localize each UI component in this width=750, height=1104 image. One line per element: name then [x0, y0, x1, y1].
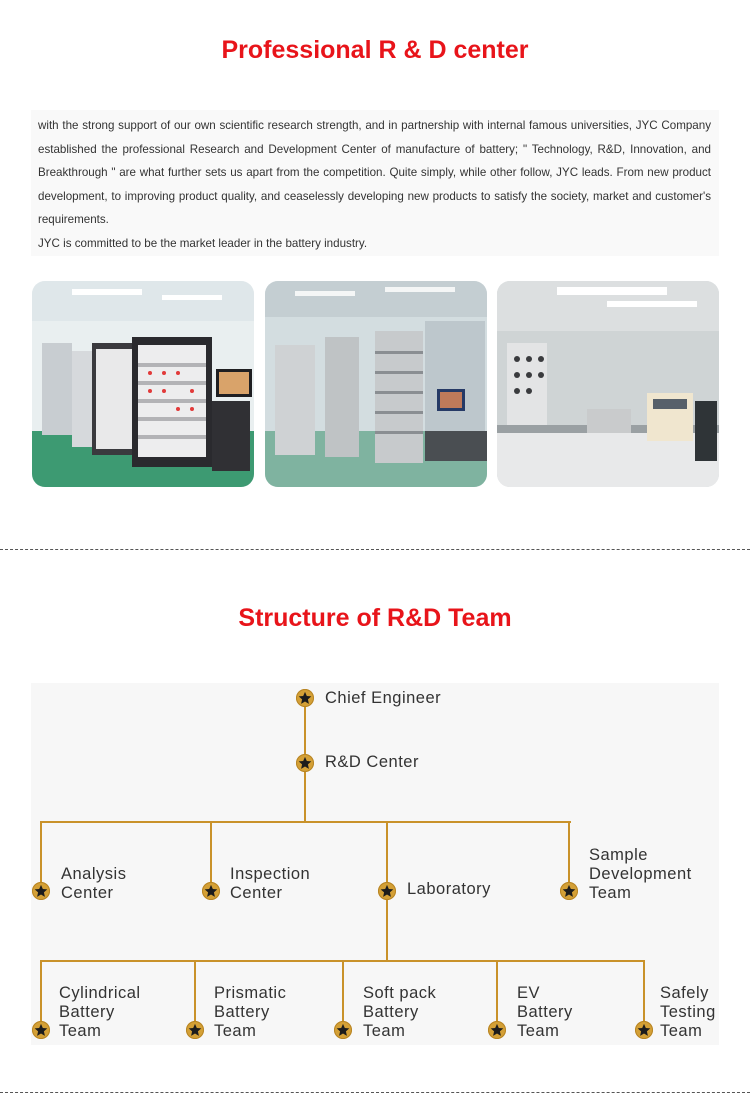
intro-paragraph: with the strong support of our own scien… — [38, 119, 711, 227]
star-icon — [635, 1021, 653, 1039]
lab-photo-test-racks — [32, 281, 254, 487]
connector-line — [643, 960, 645, 1030]
org-node-laboratory: Laboratory — [407, 880, 491, 898]
org-chart-background — [31, 683, 719, 1045]
star-icon — [560, 882, 578, 900]
star-icon — [186, 1021, 204, 1039]
star-icon — [378, 882, 396, 900]
star-icon — [296, 689, 314, 707]
org-node-chief-engineer: Chief Engineer — [325, 689, 442, 707]
connector-line — [40, 821, 42, 891]
star-icon — [488, 1021, 506, 1039]
star-icon — [32, 1021, 50, 1039]
connector-line — [496, 960, 498, 1030]
section-divider — [0, 1092, 750, 1093]
connector-line — [40, 960, 42, 1030]
connector-line — [40, 821, 571, 823]
connector-line — [342, 960, 344, 1030]
star-icon — [334, 1021, 352, 1039]
lab-photo-test-bench — [497, 281, 719, 487]
lab-photo-equipment-room — [265, 281, 487, 487]
intro-text-block: with the strong support of our own scien… — [31, 110, 719, 256]
section-divider — [0, 549, 750, 550]
org-node-rd-center: R&D Center — [325, 753, 419, 771]
star-icon — [32, 882, 50, 900]
star-icon — [202, 882, 220, 900]
connector-line — [210, 821, 212, 891]
star-icon — [296, 754, 314, 772]
page-title: Professional R & D center — [221, 36, 529, 64]
intro-paragraph: JYC is committed to be the market leader… — [38, 236, 368, 250]
section-title: Structure of R&D Team — [238, 604, 512, 632]
connector-line — [568, 821, 570, 891]
connector-line — [194, 960, 196, 1030]
